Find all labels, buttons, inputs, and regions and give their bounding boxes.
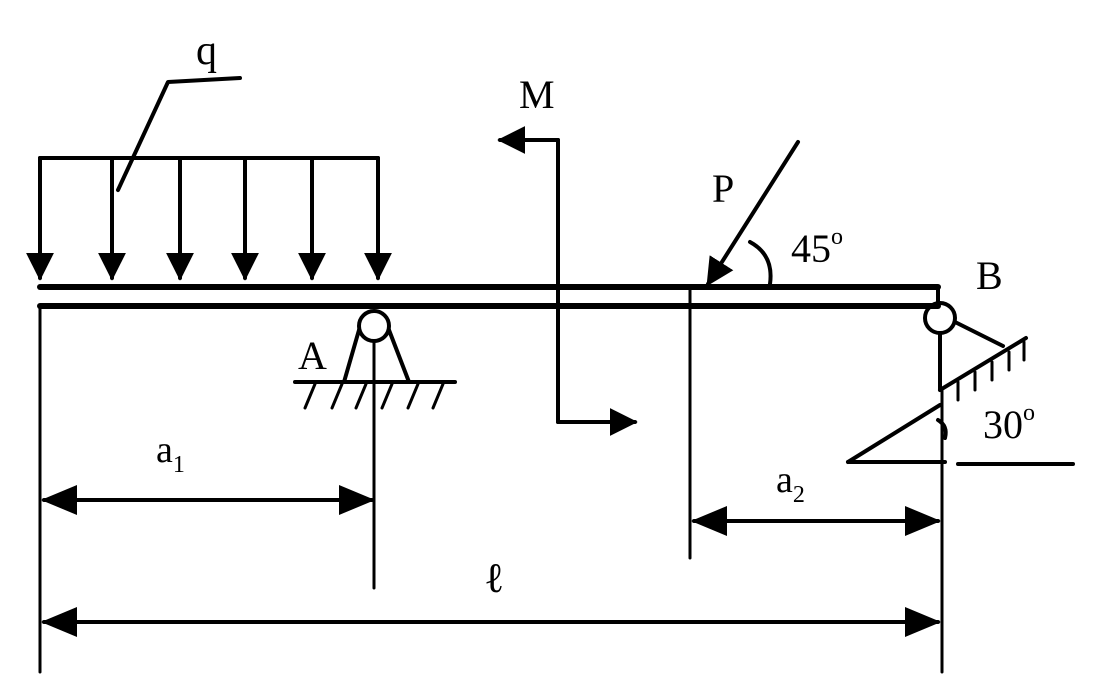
moment-m-label: M [519,72,555,117]
load-arrows [26,156,392,281]
force-p: P 45o [706,140,843,287]
dimension-l: ℓ [41,556,941,637]
dimension-a2: a2 [688,286,944,674]
support-a-label: A [298,333,327,378]
support-b: B 30o [846,253,1075,466]
force-p-label: P [712,166,734,211]
distributed-load-q: q [26,28,392,281]
dimension-a1: a1 [38,304,376,674]
beam [37,284,941,309]
l-label: ℓ [484,556,504,602]
ground-hatching-a [303,382,445,410]
support-b-label: B [976,253,1003,298]
moment-m: M [497,72,638,436]
q-leader-line [116,76,242,192]
a1-label: a1 [156,429,185,478]
q-label: q [196,28,217,74]
a2-label: a2 [776,459,805,508]
angle-45-label: 45o [791,224,843,271]
angle-30-label: 30o [983,400,1035,447]
ground-hatching-b [956,340,1026,402]
